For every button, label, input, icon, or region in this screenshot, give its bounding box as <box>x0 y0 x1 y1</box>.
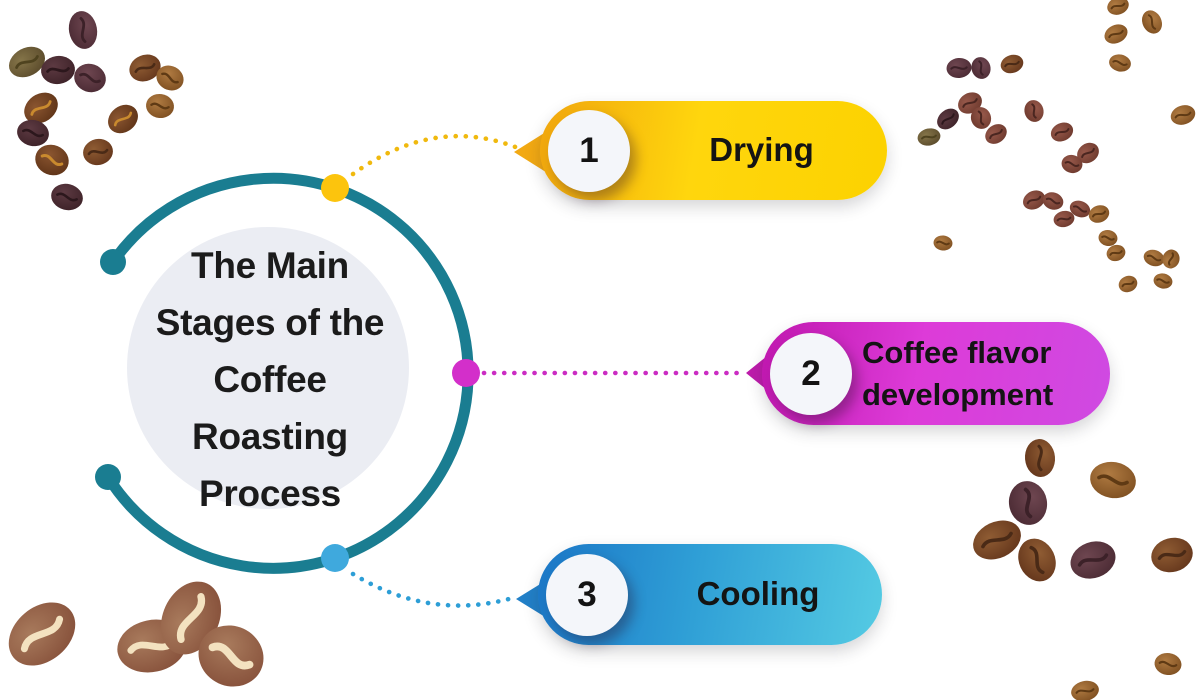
coffee-bean-image <box>1023 190 1045 210</box>
coffee-bean-image <box>1024 100 1044 122</box>
coffee-bean-image <box>1154 652 1182 676</box>
coffee-bean-image <box>1090 461 1136 499</box>
coffee-bean-image <box>971 57 991 79</box>
ring-stage-dot <box>321 544 349 572</box>
coffee-bean-image <box>156 65 184 91</box>
coffee-bean-image <box>1118 275 1138 293</box>
coffee-bean-image <box>8 602 76 666</box>
coffee-bean-image <box>1053 210 1075 228</box>
coffee-bean-image <box>985 124 1007 144</box>
coffee-bean-image <box>1070 541 1116 579</box>
coffee-bean-image <box>41 55 75 85</box>
coffee-bean-image <box>74 63 106 93</box>
ring-endpoint-dot <box>100 249 126 275</box>
coffee-bean-image <box>1024 439 1056 477</box>
coffee-bean-image <box>1000 54 1024 74</box>
coffee-bean-image <box>8 46 46 78</box>
ring-stage-dot <box>321 174 349 202</box>
page-title: The Main Stages of the Coffee Roasting P… <box>118 237 422 522</box>
coffee-bean-image <box>1162 249 1180 269</box>
coffee-bean-image <box>1050 122 1074 142</box>
center-circle <box>127 227 409 509</box>
title-line: The Main <box>191 245 349 286</box>
coffee-bean-image <box>146 93 174 119</box>
stage-number-badge: 1 <box>548 109 630 192</box>
stage-pill-drying: 1 Drying <box>540 101 887 200</box>
coffee-bean-image <box>17 119 49 147</box>
title-line: Process <box>199 473 341 514</box>
stage-connector-dotted-line <box>350 133 521 177</box>
stage-label: Drying <box>709 131 814 169</box>
coffee-bean-image <box>1107 0 1129 15</box>
coffee-bean-image <box>1088 205 1110 223</box>
stage-number-badge: 3 <box>546 553 628 636</box>
ring-endpoint-dot <box>95 464 121 490</box>
coffee-bean-image <box>24 92 58 124</box>
ring-stage-dot <box>452 359 480 387</box>
coffee-bean-image <box>1106 244 1126 262</box>
coffee-bean-image <box>51 183 83 211</box>
coffee-bean-image <box>1153 273 1173 289</box>
coffee-bean-image <box>35 144 69 176</box>
coffee-bean-image <box>973 520 1021 560</box>
title-line: Roasting <box>192 416 348 457</box>
coffee-bean-image <box>1077 142 1099 164</box>
coffee-bean-image <box>1071 680 1099 700</box>
coffee-bean-image <box>68 11 98 49</box>
coffee-bean-image <box>1170 105 1196 125</box>
coffee-bean-image <box>83 138 113 166</box>
coffee-bean-image <box>1098 229 1118 247</box>
title-line: Stages of the <box>155 302 385 343</box>
stage-number-badge: 2 <box>770 332 852 415</box>
coffee-bean-image <box>937 108 959 130</box>
coffee-bean-image <box>1008 481 1048 525</box>
coffee-bean-image <box>1151 537 1193 573</box>
coffee-bean-image <box>129 54 161 82</box>
coffee-bean-image <box>1018 538 1056 582</box>
coffee-bean-image <box>1042 192 1064 210</box>
coffee-bean-image <box>1143 249 1165 267</box>
coffee-bean-image <box>198 625 264 687</box>
stage-label: Cooling <box>696 575 820 613</box>
coffee-bean-image <box>970 107 992 129</box>
title-line: Coffee <box>213 359 327 400</box>
coffee-bean-image <box>1104 24 1128 44</box>
stage-pill-cooling: 3 Cooling <box>538 544 882 645</box>
coffee-bean-image <box>108 104 138 134</box>
coffee-bean-image <box>1069 200 1091 218</box>
coffee-bean-image <box>933 235 953 251</box>
stage-label: Coffee flavor development <box>862 334 1054 412</box>
coffee-bean-image <box>946 57 972 79</box>
coffee-bean-image <box>1142 10 1162 34</box>
stage-connector-dotted-line <box>350 571 519 608</box>
coffee-bean-image <box>1061 154 1083 174</box>
coffee-bean-image <box>917 128 941 146</box>
coffee-bean-image <box>1109 54 1131 72</box>
stage-pill-coffee-flavor-development: 2 Coffee flavor development <box>762 322 1110 425</box>
